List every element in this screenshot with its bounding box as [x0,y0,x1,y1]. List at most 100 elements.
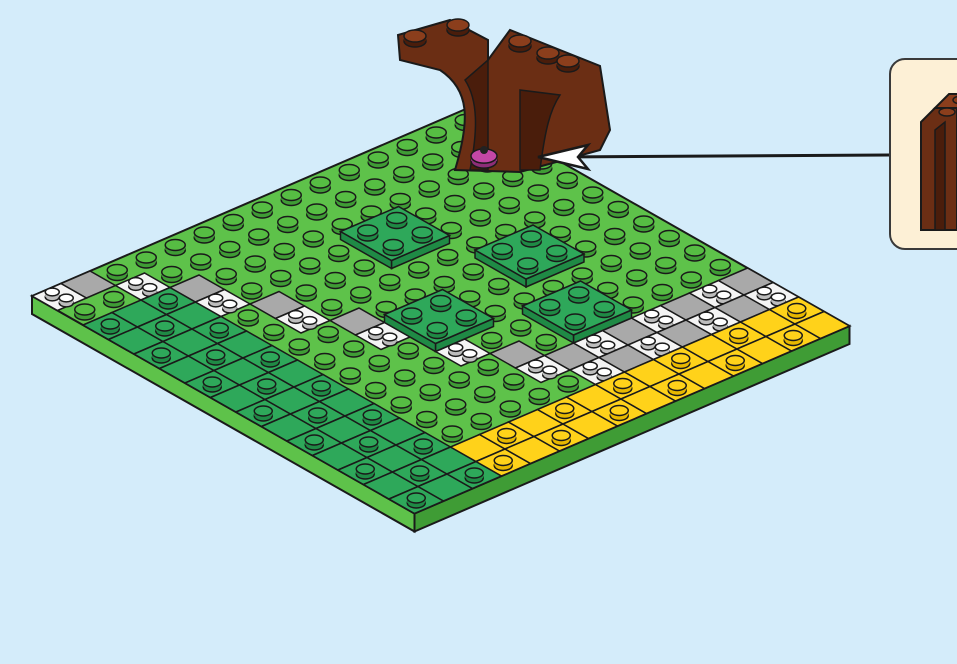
green-stud [366,383,386,394]
green-stud [278,217,298,228]
dark-green-stud [363,410,381,420]
white-stud [369,327,383,335]
dark-green-stud [411,466,429,476]
green-stud [557,173,577,184]
raised-plate-stud [565,314,585,325]
green-stud [351,287,371,298]
dark-green-stud [203,377,221,387]
yellow-stud [788,304,806,314]
parts-callout [889,58,957,250]
green-stud [274,244,294,255]
green-stud [307,204,327,215]
green-stud [605,229,625,240]
green-stud [322,300,342,311]
green-stud [463,264,483,275]
green-stud [710,260,730,271]
green-stud [471,414,491,425]
green-stud [216,269,236,280]
green-stud [104,292,124,303]
dark-green-stud [254,406,272,416]
raised-plate-stud [358,225,378,236]
white-stud [383,333,397,341]
green-stud [315,354,335,365]
green-stud [583,187,603,198]
placement-arrow [560,155,889,157]
green-stud [489,279,509,290]
dark-green-stud [152,348,170,358]
raised-plate-stud [569,287,589,298]
green-stud [344,341,364,352]
green-stud [354,260,374,271]
green-stud [223,215,243,226]
white-stud [303,317,317,325]
green-stud [474,183,494,194]
raised-plate-stud [492,244,512,255]
green-stud [264,325,284,336]
green-stud [340,368,360,379]
raised-plate-stud [518,258,538,269]
green-stud [238,310,258,321]
green-stud [442,426,462,437]
green-stud [390,194,410,205]
dark-green-stud [261,352,279,362]
green-stud [601,256,621,267]
green-stud [245,256,265,267]
dark-green-stud [207,350,225,360]
green-stud [470,210,490,221]
green-stud [424,358,444,369]
raised-plate-stud [547,246,567,257]
yellow-stud [730,329,748,339]
green-stud [500,401,520,412]
green-stud [511,320,531,331]
green-stud [536,335,556,346]
dark-green-stud [309,408,327,418]
green-stud [572,268,592,279]
yellow-stud [498,429,516,439]
green-stud [220,242,240,253]
white-stud [655,343,669,351]
yellow-stud [552,431,570,441]
green-stud [394,167,414,178]
white-stud [143,284,157,292]
green-stud [271,271,291,282]
green-stud [438,250,458,261]
yellow-stud [614,379,632,389]
green-stud [395,370,415,381]
brown-stud [537,47,559,59]
green-stud [75,304,95,315]
green-stud [165,240,185,251]
green-stud [423,154,443,165]
dark-green-stud [465,468,483,478]
green-stud [300,258,320,269]
brown-arch-brick-icon [891,60,957,250]
green-stud [608,202,628,213]
green-stud [627,270,647,281]
white-stud [59,294,73,302]
raised-plate-stud [431,296,451,307]
green-stud [368,152,388,163]
green-stud [652,285,672,296]
white-stud [757,287,771,295]
white-stud [699,312,713,320]
green-stud [365,179,385,190]
green-stud [329,246,349,257]
white-stud [641,337,655,345]
dark-green-stud [305,435,323,445]
raised-plate-stud [427,323,447,334]
white-stud [601,341,615,349]
green-stud [504,374,524,385]
green-stud [630,243,650,254]
dark-green-stud [312,381,330,391]
raised-plate-stud [456,310,476,321]
brown-stud [404,30,426,42]
dark-green-stud [210,323,228,333]
raised-plate-stud [383,240,403,251]
white-stud [659,316,673,324]
white-stud [597,368,611,376]
white-stud [713,318,727,326]
green-stud [446,399,466,410]
green-stud [336,192,356,203]
green-stud [380,275,400,286]
